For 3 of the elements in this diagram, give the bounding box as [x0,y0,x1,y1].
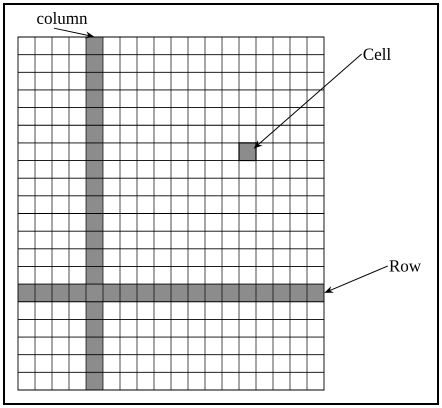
label: column [37,12,88,24]
label: Cell [364,48,391,60]
label: Row [389,260,421,272]
